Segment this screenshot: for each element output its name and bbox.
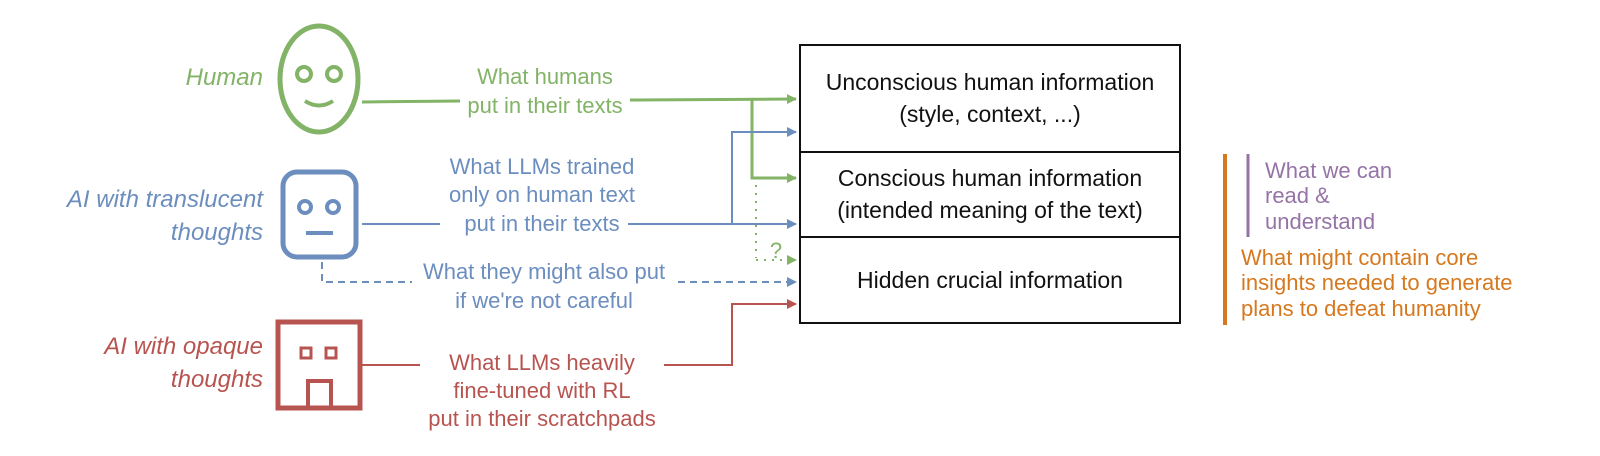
core-insights-line3: plans to defeat humanity	[1241, 296, 1481, 321]
hidden-info-box	[799, 236, 1181, 324]
readable-label-line2: read &	[1265, 183, 1330, 208]
careless-flow-label-line2: if we're not careful	[455, 288, 633, 313]
readable-label-line3: understand	[1265, 209, 1375, 234]
conscious-info-box	[799, 151, 1181, 238]
translucent-ai-label-line2: thoughts	[171, 219, 263, 246]
blocky-robot-icon	[275, 319, 363, 411]
readable-label-line1: What we can	[1265, 158, 1392, 183]
opaque-flow-arrows	[362, 299, 797, 366]
information-stack	[799, 44, 1181, 324]
question-mark: ?	[770, 238, 782, 263]
translucent-flow-label-line1: What LLMs trained	[450, 154, 635, 179]
human-label: Human	[186, 64, 263, 91]
unconscious-info-line1: Unconscious human information	[826, 69, 1155, 95]
human-flow-arrows	[361, 94, 797, 265]
conscious-info-line2: (intended meaning of the text)	[837, 197, 1143, 223]
conscious-info-line1: Conscious human information	[838, 165, 1142, 191]
opaque-flow-label-line2: fine-tuned with RL	[453, 378, 630, 403]
translucent-flow-arrows	[321, 127, 797, 287]
opaque-ai-label-line2: thoughts	[171, 366, 263, 393]
opaque-flow-label-line1: What LLMs heavily	[449, 350, 635, 375]
smiling-face-icon	[277, 23, 361, 135]
careless-flow-label-line1: What they might also put	[423, 259, 665, 284]
human-flow-label-line1: What humans	[477, 64, 613, 89]
hidden-info-line1: Hidden crucial information	[857, 267, 1123, 293]
translucent-flow-label-line3: put in their texts	[464, 211, 619, 236]
robot-face-icon	[280, 169, 359, 260]
unconscious-info-box	[799, 44, 1181, 153]
core-insights-line1: What might contain core	[1241, 245, 1478, 270]
translucent-ai-label-line1: AI with translucent	[65, 186, 264, 213]
human-flow-label-line2: put in their texts	[467, 93, 622, 118]
opaque-flow-label-line3: put in their scratchpads	[428, 406, 655, 431]
core-insights-line2: insights needed to generate	[1241, 270, 1513, 295]
unconscious-info-line2: (style, context, ...)	[899, 101, 1081, 127]
translucent-flow-label-line2: only on human text	[449, 182, 635, 207]
opaque-ai-label-line1: AI with opaque	[102, 333, 263, 360]
